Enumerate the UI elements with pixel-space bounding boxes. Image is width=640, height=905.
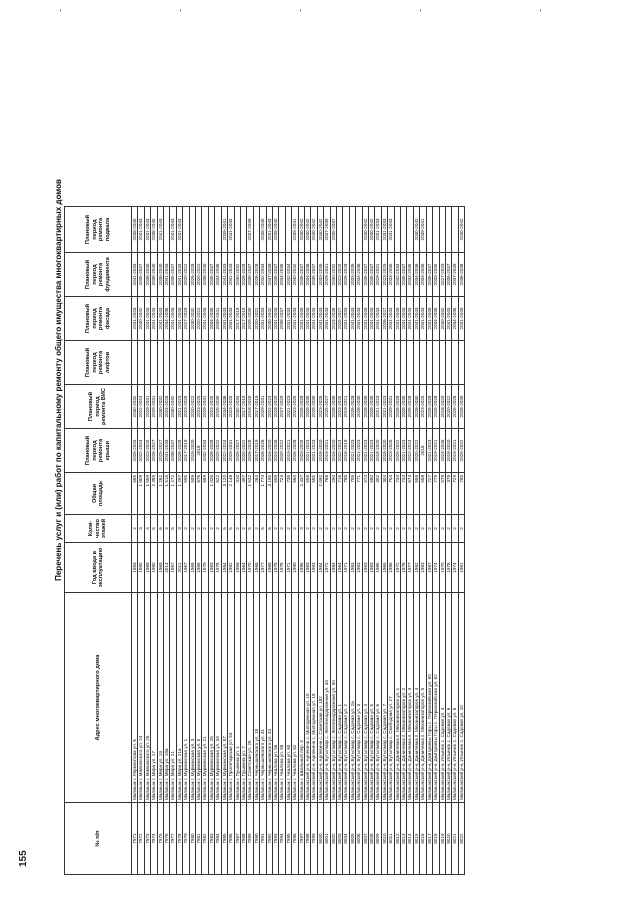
table-cell: 8022 bbox=[458, 802, 465, 875]
capital-repair-table: № п/п Адрес многоквартирного дома Год вв… bbox=[64, 206, 465, 875]
header-cell: Год ввода в эксплуатацию bbox=[64, 542, 132, 593]
table-cell: 2020-2022 bbox=[458, 428, 465, 473]
page-number: 155 bbox=[18, 850, 29, 867]
table-cell bbox=[458, 340, 465, 385]
header-cell: Коли-чество этажей bbox=[64, 514, 132, 543]
header-cell: № п/п bbox=[64, 802, 132, 875]
table-cell: Малмыжский р-н, Ильинск с. Садовая ул. 1… bbox=[458, 592, 465, 803]
header-cell: Общая площадь bbox=[64, 472, 132, 515]
scan-edge-marks bbox=[0, 0, 640, 12]
table-header-row: № п/п Адрес многоквартирного дома Год вв… bbox=[64, 206, 132, 875]
header-cell: Плановый период ремонта ВИС bbox=[64, 384, 132, 429]
table-cell: 1981 bbox=[458, 542, 465, 593]
table-cell: 2028-2030 bbox=[458, 384, 465, 429]
document-title: Перечень услуг и (или) работ по капиталь… bbox=[54, 179, 63, 581]
header-cell: Плановый период ремонта фундамента bbox=[64, 252, 132, 297]
table-cell: 2036-2038 bbox=[458, 252, 465, 297]
header-cell: Плановый период ремонта крыши bbox=[64, 428, 132, 473]
header-cell: Адрес многоквартирного дома bbox=[64, 592, 132, 803]
table-cell: 2040-2042 bbox=[458, 206, 465, 253]
header-cell: Плановый период ремонта подвала bbox=[64, 206, 132, 253]
table-cell: 2 bbox=[458, 514, 465, 543]
header-cell: Плановый период ремонта лифтов bbox=[64, 340, 132, 385]
header-cell: Плановый период ремонта фасада bbox=[64, 296, 132, 341]
table-cell: 785 bbox=[458, 472, 465, 515]
table-cell: 2041-2043 bbox=[458, 296, 465, 341]
